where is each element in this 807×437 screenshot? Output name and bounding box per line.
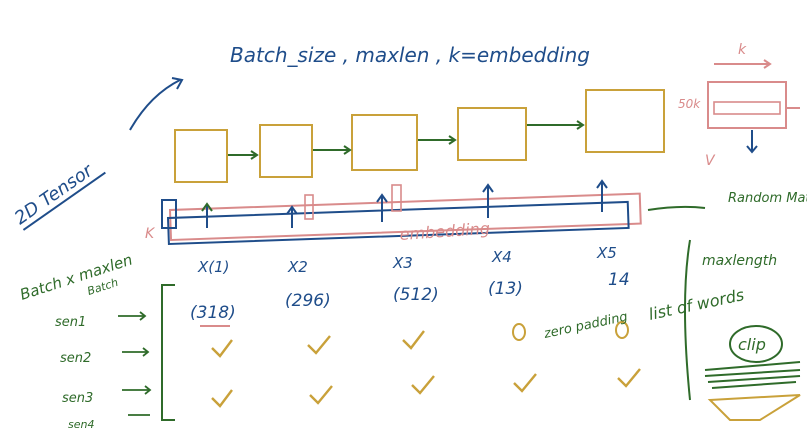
token-label-3: X3 xyxy=(392,254,413,272)
token-value-4: (13) xyxy=(488,279,523,299)
up-arrow-4-head xyxy=(482,183,494,193)
check-r3-c3 xyxy=(411,375,435,395)
scribble-2 xyxy=(704,369,801,377)
check-r2-c1 xyxy=(211,339,233,358)
token-values: (318) (296) (512) (13) 14 xyxy=(190,270,630,323)
check-r2-c2 xyxy=(307,335,331,355)
k-box xyxy=(161,199,177,229)
rnn-cell-1 xyxy=(174,129,228,183)
rnn-cell-4 xyxy=(457,107,527,161)
list-of-words-label: list of words xyxy=(647,285,746,324)
curved-arrow xyxy=(129,79,181,131)
random-matrix-pointer xyxy=(647,205,706,211)
k-label-left: K xyxy=(145,226,156,242)
random-matrix-row xyxy=(713,101,781,115)
matrix-down-head xyxy=(746,145,758,154)
row-labels: sen1 sen2 sen3 sen4 xyxy=(55,315,94,431)
row-label-sen3: sen3 xyxy=(62,391,93,406)
check-r3-c5 xyxy=(617,368,641,388)
rnn-cell-5 xyxy=(585,89,665,153)
random-matrix-box xyxy=(707,81,787,129)
embedding-band-blue xyxy=(166,200,630,246)
embedding-band-pink xyxy=(168,192,642,242)
tensor-label-group: 2D Tensor xyxy=(11,159,106,231)
rnn-cell-3 xyxy=(351,114,418,171)
connector-head-4 xyxy=(576,120,585,130)
matrix-bracket-left xyxy=(161,284,175,421)
row-label-sen2: sen2 xyxy=(60,351,91,366)
matrix-bracket-right xyxy=(684,239,691,401)
connector-head-2 xyxy=(343,145,352,155)
row-arrow-2-head xyxy=(142,347,150,357)
token-label-4: X4 xyxy=(491,248,512,266)
batch-label-group: Batch x maxlen Batch xyxy=(18,250,135,303)
row-label-sen1: sen1 xyxy=(55,315,86,330)
matrix-vocab-label: 50k xyxy=(678,97,701,111)
arrow-head xyxy=(171,77,184,90)
matrix-v-label: V xyxy=(705,153,716,169)
checkmarks xyxy=(211,330,641,408)
check-r3-c1 xyxy=(211,389,233,408)
tensor-label: 2D Tensor xyxy=(11,159,98,229)
scribble-shape xyxy=(707,394,801,421)
clip-label: clip xyxy=(738,335,766,354)
tensor-underline xyxy=(22,171,106,231)
token-label-2: X2 xyxy=(287,258,308,276)
scribble-lines xyxy=(704,361,801,389)
row-arrow-1-head xyxy=(139,311,147,321)
row-arrow-3-head xyxy=(144,385,152,395)
scribble-3 xyxy=(707,375,801,383)
token-labels: X(1) X2 X3 X4 X5 xyxy=(197,244,617,276)
clip-circle xyxy=(729,325,783,363)
token-value-5: 14 xyxy=(608,270,630,290)
up-arrow-5-head xyxy=(596,179,608,189)
vector-3 xyxy=(391,184,402,212)
check-r3-c2 xyxy=(309,385,333,405)
zero-padding-label: zero padding xyxy=(542,310,629,343)
connector-head-3 xyxy=(448,135,457,145)
check-r3-c4 xyxy=(513,373,537,393)
rnn-cell-2 xyxy=(259,124,313,178)
up-arrow-2-head xyxy=(286,205,298,215)
row-arrows xyxy=(118,311,152,416)
embedding-label: embedding xyxy=(399,219,491,244)
connector-head-1 xyxy=(250,150,259,160)
zero-marker-2 xyxy=(615,321,629,339)
token-value-1: (318) xyxy=(190,303,236,323)
token-label-1: X(1) xyxy=(197,258,230,276)
maxlength-label: maxlength xyxy=(702,253,777,269)
batch-label: Batch x maxlen xyxy=(18,250,135,303)
scribble-1 xyxy=(704,361,801,371)
token-value-2: (296) xyxy=(285,291,331,311)
up-arrow-3-head xyxy=(376,193,388,203)
zero-marker-1 xyxy=(512,323,526,341)
token-value-3: (512) xyxy=(393,285,439,305)
token-label-5: X5 xyxy=(596,244,617,262)
up-arrows xyxy=(201,179,608,228)
vector-2 xyxy=(304,194,314,220)
scribble-4 xyxy=(711,381,797,389)
cell-connectors xyxy=(228,120,585,160)
row-label-sen4: sen4 xyxy=(68,418,94,431)
matrix-k-head xyxy=(763,59,772,69)
up-arrow-1-head xyxy=(201,202,213,212)
matrix-k-label: k xyxy=(738,42,747,58)
check-r2-c3 xyxy=(402,330,425,350)
page-title: Batch_size , maxlen , k=embedding xyxy=(230,43,590,67)
random-matrix-label: Random Matrix xyxy=(728,191,807,206)
